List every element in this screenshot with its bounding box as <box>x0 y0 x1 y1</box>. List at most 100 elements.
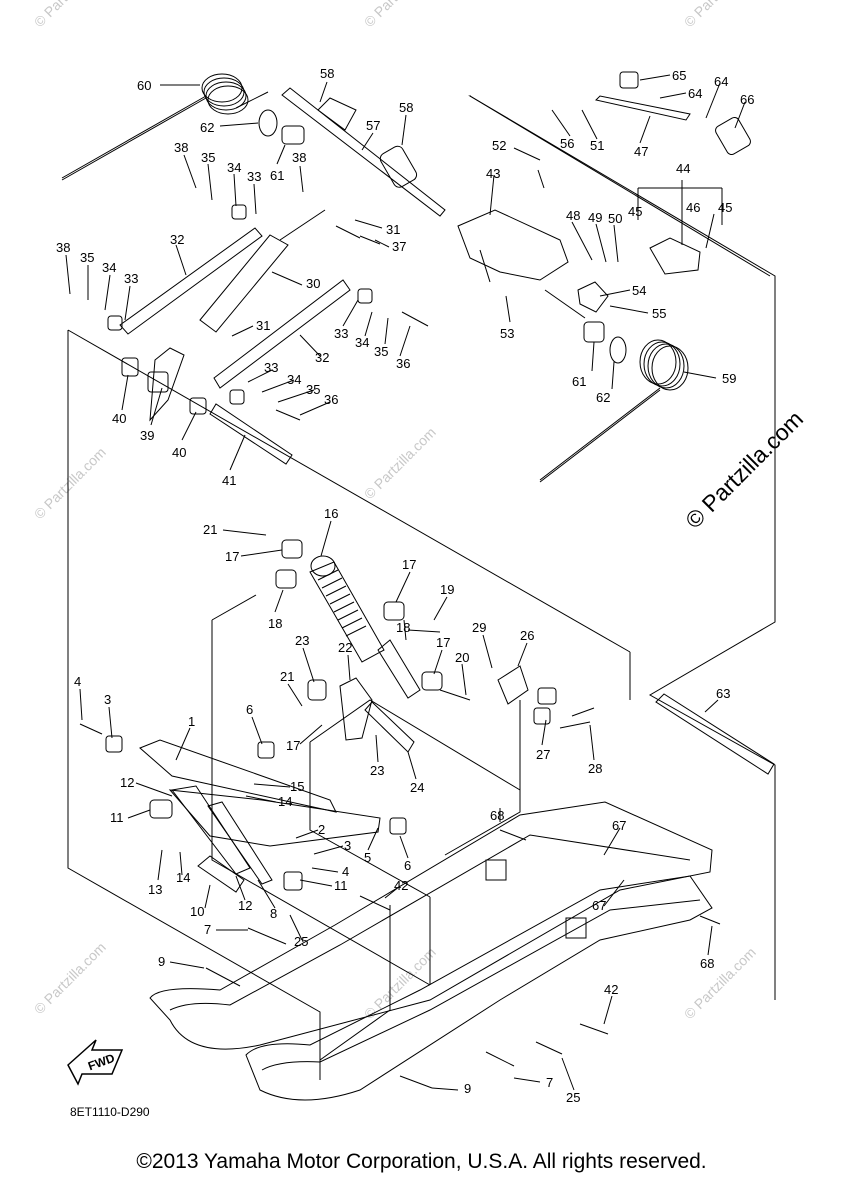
watermark: © Partzilla.com <box>31 444 109 522</box>
slide-rail-front <box>245 875 713 1101</box>
bushing-66 <box>715 116 751 156</box>
bracket-39 <box>149 347 185 422</box>
collar-40b <box>189 397 207 415</box>
outline-box <box>309 742 431 898</box>
callout-54: 54 <box>632 283 646 298</box>
callout-4: 4 <box>74 674 81 689</box>
callout-14: 14 <box>176 870 190 885</box>
callout-56: 56 <box>560 136 574 151</box>
collar-3 <box>105 735 123 753</box>
callout-58: 58 <box>399 100 413 115</box>
callout-57: 57 <box>366 118 380 133</box>
bracket-12 <box>171 785 251 875</box>
outline-box <box>544 289 586 319</box>
callout-38: 38 <box>56 240 70 255</box>
callout-17: 17 <box>402 557 416 572</box>
callout-38: 38 <box>292 150 306 165</box>
callout-35: 35 <box>374 344 388 359</box>
callout-64: 64 <box>688 86 702 101</box>
watermarks: © Partzilla.com © Partzilla.com © Partzi… <box>31 0 759 1022</box>
watermark: © Partzilla.com <box>31 0 109 30</box>
shock-absorber-16 <box>309 555 421 699</box>
copyright-notice: ©2013 Yamaha Motor Corporation, U.S.A. A… <box>136 1150 707 1173</box>
callout-58: 58 <box>320 66 334 81</box>
collar-18 <box>275 569 297 589</box>
callout-23: 23 <box>295 633 309 648</box>
collar-11b <box>283 871 303 891</box>
callout-7: 7 <box>546 1075 553 1090</box>
callout-61: 61 <box>270 168 284 183</box>
bracket-26 <box>497 665 529 705</box>
shaft-63 <box>655 693 775 775</box>
bracket-43 <box>479 249 491 283</box>
washer-62b <box>609 336 627 364</box>
callout-45: 45 <box>628 204 642 219</box>
cam-54 <box>577 281 609 313</box>
callout-68: 68 <box>700 956 714 971</box>
callout-35: 35 <box>201 150 215 165</box>
collar-17b <box>383 601 405 621</box>
callout-31: 31 <box>256 318 270 333</box>
callout-63: 63 <box>716 686 730 701</box>
bushing <box>231 204 247 220</box>
callout-65: 65 <box>672 68 686 83</box>
callout-5: 5 <box>364 850 371 865</box>
callout-53: 53 <box>500 326 514 341</box>
callout-51: 51 <box>590 138 604 153</box>
callout-10: 10 <box>190 904 204 919</box>
callout-33: 33 <box>334 326 348 341</box>
callout-33: 33 <box>264 360 278 375</box>
callout-49: 49 <box>588 210 602 225</box>
callout-27: 27 <box>536 747 550 762</box>
shaft-10 <box>197 855 245 893</box>
callout-40: 40 <box>172 445 186 460</box>
bushing-65 <box>619 71 639 89</box>
watermark: © Partzilla.com <box>31 939 109 1017</box>
callout-6: 6 <box>404 858 411 873</box>
callout-45: 45 <box>718 200 732 215</box>
callout-17: 17 <box>286 738 300 753</box>
diagram-code: 8ET1110-D290 <box>70 1105 150 1119</box>
bushing-61 <box>281 125 305 145</box>
shock-30 <box>279 209 326 241</box>
callout-32: 32 <box>170 232 184 247</box>
bracket-12b <box>207 801 273 885</box>
callout-14: 14 <box>278 794 292 809</box>
link-32a <box>119 227 263 335</box>
watermark: © Partzilla.com <box>681 944 759 1022</box>
collar-40 <box>121 357 139 377</box>
front-arm-frame <box>168 789 381 847</box>
callout-3: 3 <box>104 692 111 707</box>
callout-67: 67 <box>612 818 626 833</box>
callout-64: 64 <box>714 74 728 89</box>
callout-43: 43 <box>486 166 500 181</box>
callout-67: 67 <box>592 898 606 913</box>
callout-60: 60 <box>137 78 151 93</box>
front-arm-1 <box>139 739 337 813</box>
callout-29: 29 <box>472 620 486 635</box>
outline-box <box>67 330 321 1080</box>
block-46 <box>649 237 701 275</box>
callout-34: 34 <box>355 335 369 350</box>
callout-31: 31 <box>386 222 400 237</box>
callouts: 60 58 58 57 62 61 38 35 34 33 38 32 38 3… <box>56 66 754 1105</box>
callout-36: 36 <box>324 392 338 407</box>
axle-57 <box>281 87 446 217</box>
callout-32: 32 <box>315 350 329 365</box>
collar-6 <box>257 741 275 759</box>
callout-21: 21 <box>280 669 294 684</box>
callout-59: 59 <box>722 371 736 386</box>
leader-lines <box>65 74 746 1091</box>
callout-25: 25 <box>294 934 308 949</box>
callout-18: 18 <box>396 620 410 635</box>
watermark: © Partzilla.com <box>361 424 439 502</box>
callout-21: 21 <box>203 522 217 537</box>
callout-11: 11 <box>110 810 124 825</box>
watermark: © Partzilla.com <box>681 0 759 30</box>
callout-42: 42 <box>394 878 408 893</box>
collar-27 <box>537 687 557 705</box>
callout-12: 12 <box>120 775 134 790</box>
callout-52: 52 <box>492 138 506 153</box>
callout-33: 33 <box>247 169 261 184</box>
